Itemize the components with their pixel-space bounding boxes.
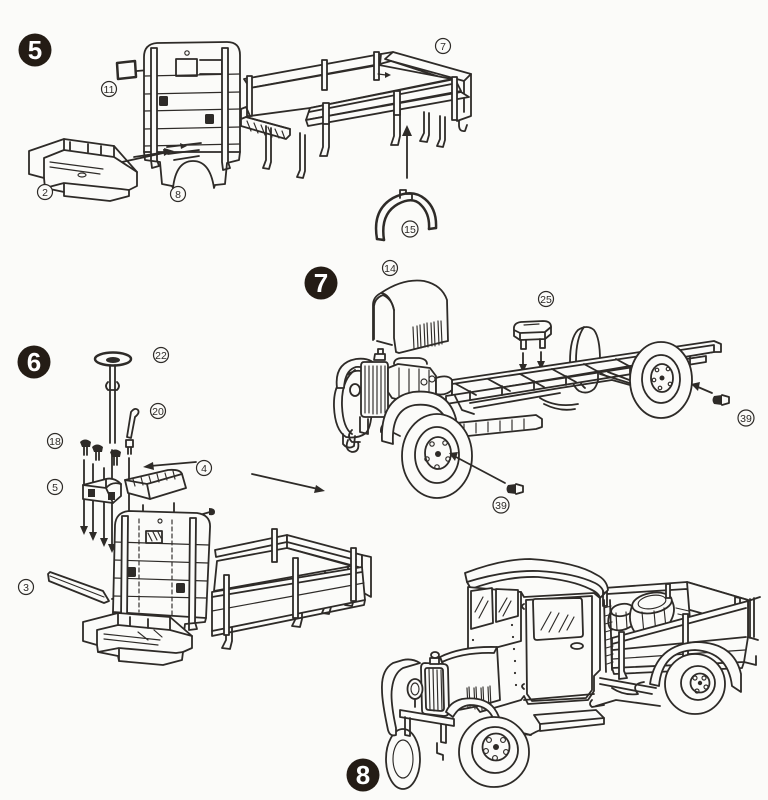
svg-text:6: 6: [27, 347, 41, 377]
svg-text:11: 11: [104, 84, 115, 96]
svg-text:8: 8: [175, 189, 181, 201]
svg-text:5: 5: [28, 35, 42, 65]
svg-text:7: 7: [440, 41, 446, 53]
svg-text:39: 39: [740, 413, 752, 425]
svg-text:3: 3: [23, 582, 29, 594]
svg-text:7: 7: [314, 268, 328, 298]
svg-text:2: 2: [42, 187, 48, 199]
svg-text:5: 5: [52, 482, 58, 494]
svg-text:22: 22: [155, 350, 167, 362]
svg-text:39: 39: [495, 500, 507, 512]
svg-text:4: 4: [201, 463, 207, 475]
svg-text:25: 25: [540, 294, 552, 306]
svg-text:15: 15: [404, 224, 416, 236]
svg-text:8: 8: [356, 760, 370, 790]
svg-text:18: 18: [49, 436, 61, 448]
svg-text:20: 20: [152, 406, 164, 418]
svg-text:14: 14: [384, 263, 396, 275]
